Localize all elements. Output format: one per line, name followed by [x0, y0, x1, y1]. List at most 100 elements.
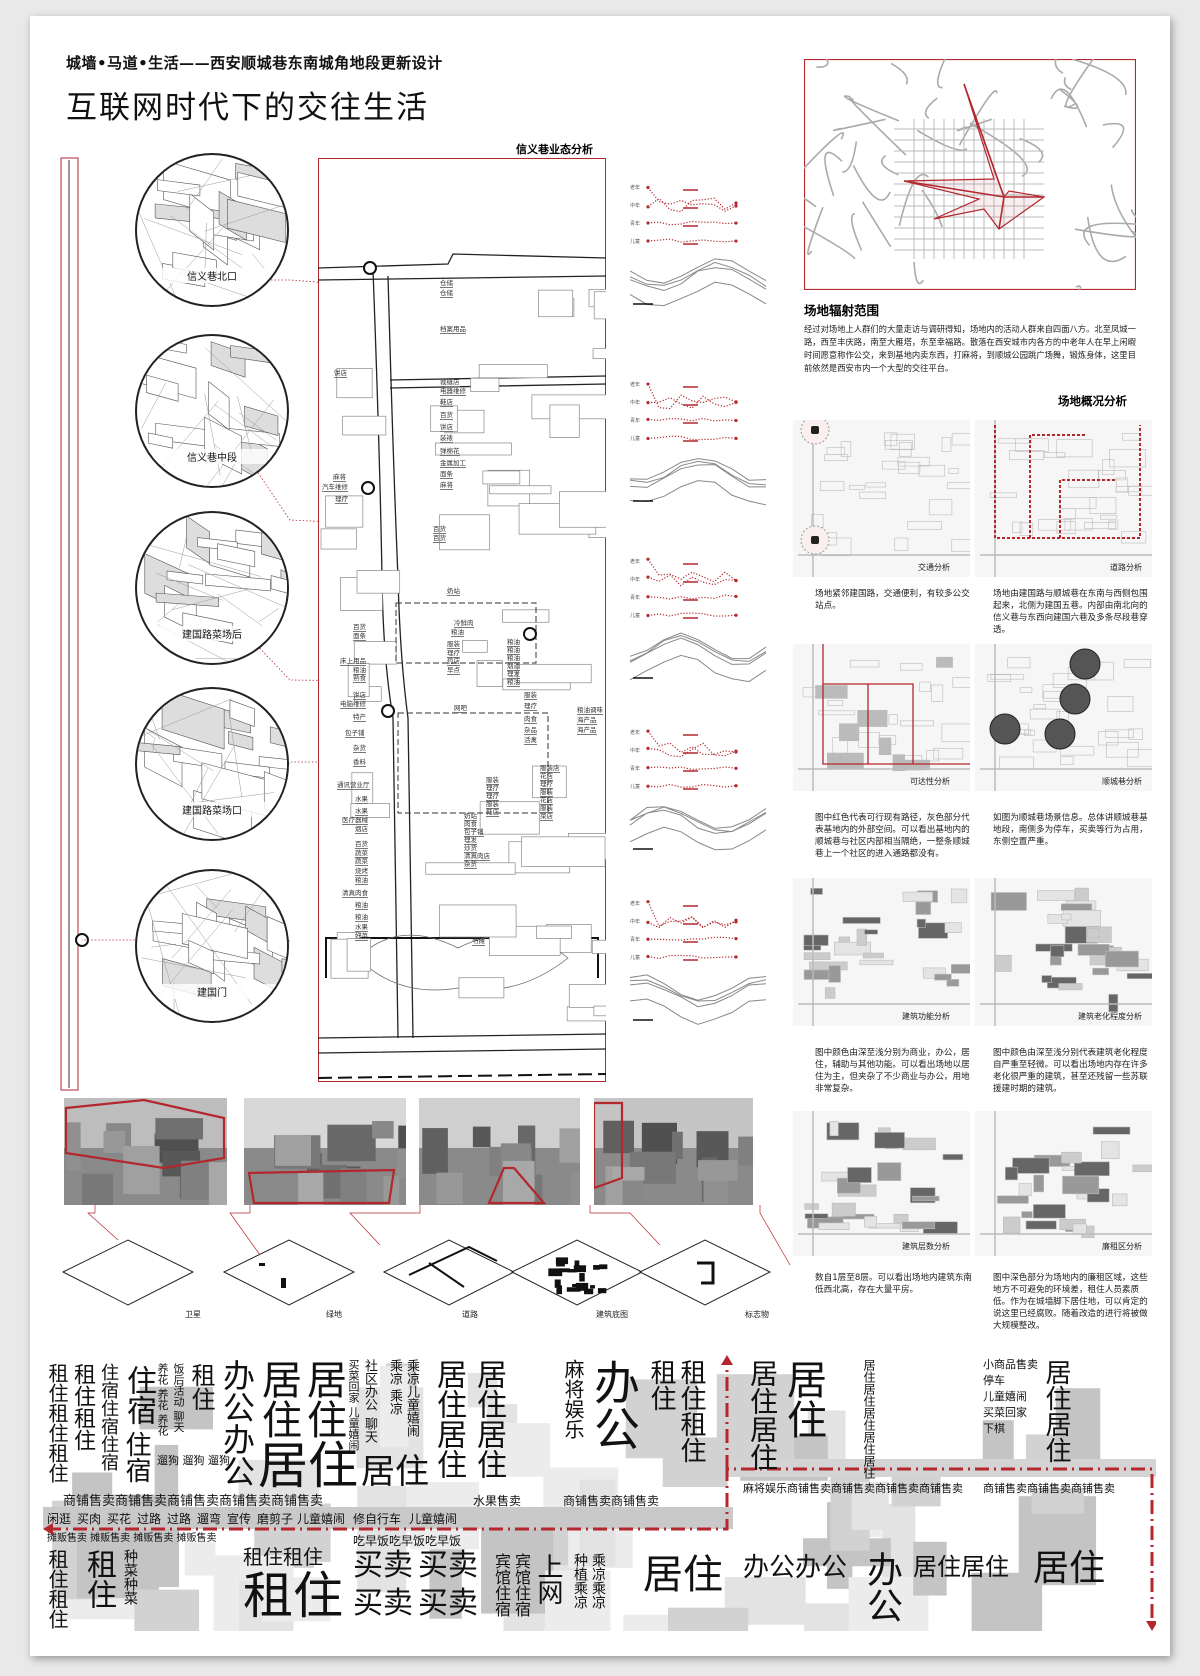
road-lines	[408, 1245, 498, 1288]
building	[1106, 742, 1139, 758]
photo-texture	[738, 1136, 753, 1166]
building	[827, 700, 843, 706]
analysis-map-2: 道路分析	[975, 420, 1152, 577]
building	[1029, 708, 1061, 720]
crowd-line	[629, 281, 767, 307]
analysis-map-drawing	[798, 420, 970, 577]
building	[336, 368, 373, 399]
building-sketch	[227, 198, 286, 243]
activity-word: 居住居住	[1041, 1359, 1071, 1463]
flow-point	[734, 221, 738, 225]
shop-label: 裁缝店	[440, 378, 460, 387]
building	[900, 663, 923, 671]
sketch-line	[182, 745, 235, 836]
flow-point	[646, 436, 650, 441]
flow-point	[646, 205, 650, 209]
shop-label: 清真肉店	[464, 852, 490, 861]
building	[356, 570, 401, 594]
photo-texture	[103, 1130, 126, 1153]
analysis-map-6: 建筑老化程度分析	[975, 878, 1152, 1026]
road	[980, 878, 1152, 1026]
building	[918, 464, 946, 477]
market-block	[397, 712, 549, 814]
building-sketch	[148, 432, 174, 449]
building	[951, 964, 970, 974]
building	[458, 977, 505, 999]
road	[1086, 216, 1127, 263]
building	[902, 1137, 936, 1151]
building	[1050, 945, 1065, 958]
xinyi-lane-plan-map	[318, 158, 606, 1082]
building	[856, 928, 868, 946]
building	[933, 748, 964, 760]
building-footprint	[554, 1279, 561, 1288]
building	[882, 460, 906, 470]
sketch-line	[195, 884, 218, 908]
shop-label: 百货	[440, 411, 453, 420]
activity-word: 聊天	[362, 1417, 377, 1443]
activity-word: 吃早饭吃早饭吃早饭	[353, 1534, 462, 1548]
layer-label: 绿地	[326, 1310, 342, 1319]
activity-word: 乘凉儿童嬉闹	[404, 1359, 419, 1437]
age-group-label: 儿童	[630, 955, 641, 961]
sketch-line	[138, 874, 182, 1021]
flow-point	[646, 401, 650, 405]
block	[851, 1481, 889, 1530]
road	[1072, 59, 1127, 96]
flow-point	[646, 239, 650, 243]
photo-layer-connector	[87, 1205, 119, 1241]
building	[916, 918, 926, 928]
building	[1061, 913, 1072, 921]
street-view-circle: 建国路菜场后	[135, 511, 289, 665]
photo-texture	[275, 1134, 312, 1166]
layer-label: 道路	[462, 1310, 478, 1319]
age-group-label: 青年	[630, 766, 641, 772]
flow-point	[646, 221, 650, 225]
layer-diagrams	[61, 1205, 791, 1306]
sketch-line	[150, 743, 219, 835]
building	[839, 723, 860, 742]
age-group-label: 中年	[630, 400, 641, 406]
street-view-label: 建国路菜场口	[137, 802, 287, 817]
flow-point	[646, 784, 650, 788]
shop-label: 海产品	[577, 726, 597, 735]
activity-word: 租住租住租住	[45, 1363, 69, 1483]
building	[1033, 1174, 1045, 1193]
activity-word: 租住租住	[45, 1549, 69, 1629]
building	[990, 892, 1027, 911]
building	[824, 454, 848, 461]
activity-word: 乘凉乘凉	[590, 1553, 606, 1609]
building-footprint	[590, 1285, 595, 1289]
flow-line	[647, 766, 737, 771]
flow-line	[647, 220, 737, 226]
activity-word: 租住	[646, 1359, 676, 1411]
age-group-label: 儿童	[630, 239, 641, 245]
analysis-text: 图中颜色由深至浅分别为商业，办公，居住，辅助与其他功能。可以看出场地以居住为主，…	[815, 1048, 970, 1094]
activity-word: 商铺售卖商铺售卖	[563, 1494, 660, 1508]
sketch-line	[149, 711, 160, 740]
building-sketch	[157, 179, 201, 197]
building	[479, 801, 540, 835]
photo-layer-connector	[349, 1205, 421, 1246]
road	[807, 206, 824, 256]
crowd-line	[629, 261, 767, 287]
shop-label: 粮油调味	[577, 706, 603, 715]
shop-label: 面条	[440, 470, 453, 479]
flow-point	[734, 766, 738, 770]
analysis-map-7: 建筑层数分析	[793, 1111, 970, 1256]
activity-word: 过路	[167, 1512, 192, 1526]
market-block	[395, 602, 537, 664]
viewpoint-marker	[361, 481, 375, 495]
building	[593, 1005, 606, 1017]
analysis-label: 交通分析	[918, 563, 950, 572]
flow-line	[647, 383, 737, 410]
age-group-label: 儿童	[630, 436, 641, 442]
street-view-label: 信义巷中段	[137, 449, 287, 464]
activity-word: 租住租住	[243, 1545, 323, 1569]
park-path	[357, 934, 569, 991]
building	[1007, 657, 1031, 669]
shop-label: 档案用品	[440, 325, 466, 334]
shop-label: 理疗	[486, 784, 499, 793]
city-wall-strip	[60, 157, 79, 1091]
building	[1058, 497, 1097, 510]
